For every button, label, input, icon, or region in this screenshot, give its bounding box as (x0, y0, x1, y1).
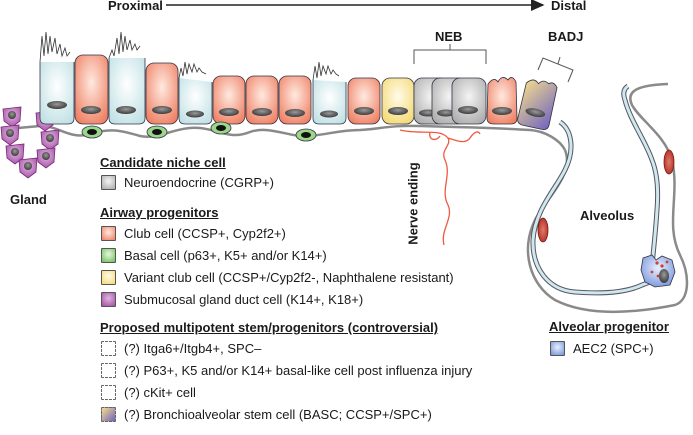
legend-label: (?) Bronchioalveolar stem cell (BASC; CC… (124, 407, 432, 422)
nerve-ending-label: Nerve ending (405, 162, 421, 245)
aec2-cell (640, 254, 676, 288)
club-cell (486, 77, 518, 125)
swatch-variant-club (101, 270, 116, 285)
legend-item-aec2: AEC2 (SPC+) (550, 341, 654, 356)
legend-item-neuroendocrine: Neuroendocrine (CGRP+) (101, 175, 274, 190)
ciliated-cell (108, 31, 146, 125)
legend-label: Variant club cell (CCSP+/Cyp2f2-, Naphth… (124, 270, 454, 285)
legend-label: AEC2 (SPC+) (573, 341, 654, 356)
club-cell (278, 75, 312, 125)
red-blood-cell (537, 217, 549, 243)
legend-item-p63-basal-like: (?) P63+, K5 and/or K14+ basal-like cell… (101, 363, 472, 378)
red-blood-cell (663, 149, 675, 175)
basement-membrane (17, 124, 567, 151)
proximal-label: Proximal (108, 0, 163, 13)
swatch-itga6 (101, 341, 116, 356)
legend-item-gland-duct: Submucosal gland duct cell (K14+, K18+) (101, 292, 363, 307)
basal-cell (210, 121, 232, 135)
gland-label: Gland (10, 192, 47, 207)
swatch-basal (101, 248, 116, 263)
legend-niche-title: Candidate niche cell (100, 155, 226, 170)
legend-multipotent-title: Proposed multipotent stem/progenitors (c… (100, 320, 439, 335)
swatch-gland-duct (101, 292, 116, 307)
variant-club-cell (381, 77, 415, 125)
legend-item-basc: (?) Bronchioalveolar stem cell (BASC; CC… (101, 407, 432, 422)
swatch-club (101, 226, 116, 241)
badj-bracket (537, 56, 574, 83)
basal-cell (295, 128, 317, 142)
legend-item-variant-club: Variant club cell (CCSP+/Cyp2f2-, Naphth… (101, 270, 454, 285)
legend-item-itga6: (?) Itga6+/Itgb4+, SPC– (101, 341, 261, 356)
legend-alveolar-title: Alveolar progenitor (549, 319, 669, 334)
neb-bracket (413, 44, 487, 64)
swatch-p63-basal-like (101, 363, 116, 378)
legend-label: (?) P63+, K5 and/or K14+ basal-like cell… (124, 363, 473, 378)
legend-item-ckit: (?) cKit+ cell (101, 385, 196, 400)
legend-label: Neuroendocrine (CGRP+) (124, 175, 274, 190)
legend-item-club: Club cell (CCSP+, Cyp2f2+) (101, 226, 286, 241)
neuroendocrine-cell (451, 77, 487, 125)
badj-label: BADJ (548, 29, 584, 44)
club-cell (145, 62, 179, 125)
airway-epithelium (39, 31, 558, 142)
legend-label: Submucosal gland duct cell (K14+, K18+) (124, 292, 364, 307)
swatch-neuroendocrine (101, 175, 116, 190)
ciliated-cell (39, 31, 75, 125)
swatch-aec2 (550, 341, 565, 356)
basc-cell (517, 79, 558, 130)
basal-cell (146, 125, 168, 139)
ciliated-cell (178, 61, 213, 125)
alveolus-label: Alveolus (580, 208, 635, 223)
basal-cell (81, 125, 103, 139)
legend-label: (?) cKit+ cell (124, 385, 196, 400)
aec1-lining-fill (531, 84, 660, 295)
club-cell (212, 75, 246, 125)
legend-item-basal: Basal cell (p63+, K5+ and/or K14+) (101, 248, 327, 263)
alveolus-outer-wall (526, 82, 689, 314)
club-cell (347, 77, 381, 125)
distal-label: Distal (551, 0, 587, 13)
club-cell (245, 75, 279, 125)
legend-label: (?) Itga6+/Itgb4+, SPC– (124, 341, 262, 356)
swatch-basc (101, 407, 116, 422)
legend-airway-title: Airway progenitors (100, 205, 219, 220)
nerve-ending (399, 129, 481, 246)
swatch-ckit (101, 385, 116, 400)
neb-label: NEB (435, 29, 463, 44)
legend-label: Club cell (CCSP+, Cyp2f2+) (124, 226, 286, 241)
legend-label: Basal cell (p63+, K5+ and/or K14+) (124, 248, 327, 263)
club-cell (74, 54, 109, 125)
ciliated-cell (312, 61, 347, 125)
